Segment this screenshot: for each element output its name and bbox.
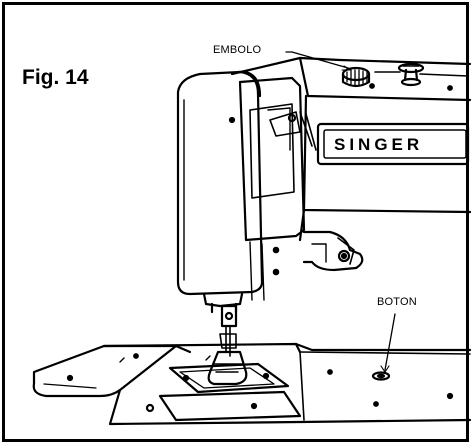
machine-arm bbox=[230, 56, 472, 242]
leader-lines bbox=[285, 51, 396, 373]
plunger-knob bbox=[341, 66, 371, 88]
callout-plunger: EMBOLO bbox=[213, 44, 262, 56]
nameplate: SINGER bbox=[316, 122, 470, 166]
side-mechanism bbox=[302, 230, 364, 272]
callout-button: BOTON bbox=[377, 296, 417, 308]
machine-head bbox=[176, 70, 317, 301]
brand-text: SINGER bbox=[334, 135, 423, 154]
reverse-button bbox=[371, 371, 391, 381]
needle-bar-assembly bbox=[202, 292, 248, 386]
thread-tension-knob bbox=[397, 62, 425, 87]
figure-number: Fig. 14 bbox=[22, 66, 89, 89]
machine-bed bbox=[32, 342, 472, 426]
